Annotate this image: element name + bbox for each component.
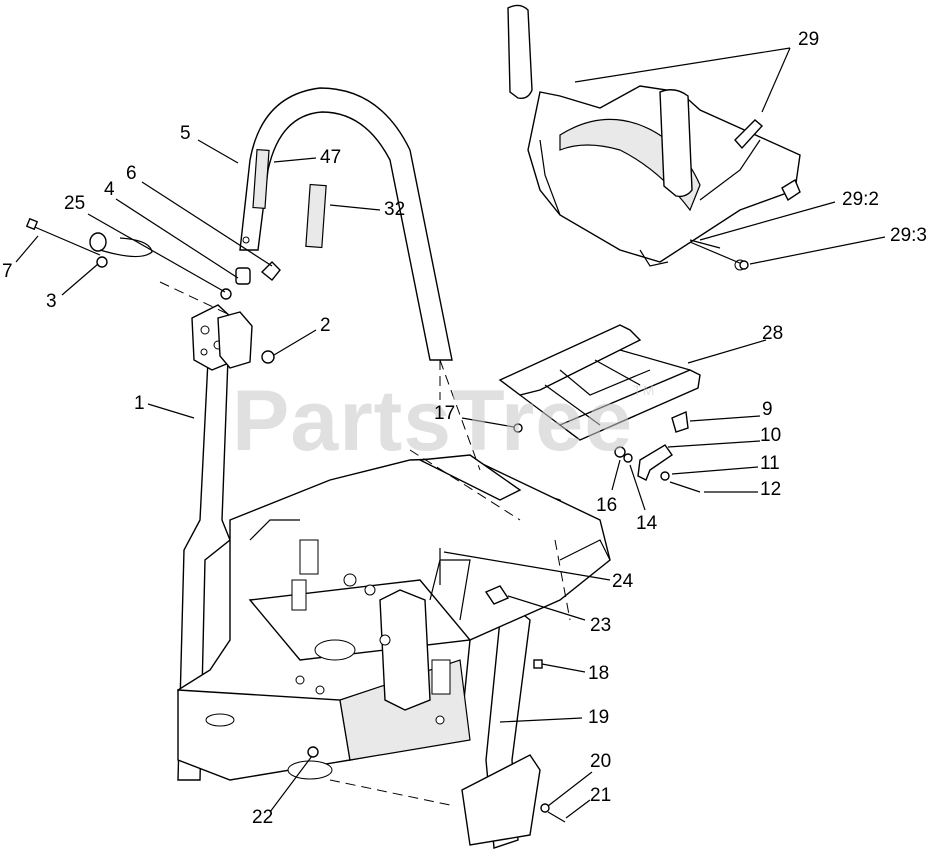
callout-32[interactable]: 32 [384, 199, 406, 220]
watermark: PartsTreeTM [232, 372, 655, 471]
callout-23[interactable]: 23 [590, 615, 612, 636]
callout-7[interactable]: 7 [2, 261, 13, 282]
seat-mount-plate [498, 324, 701, 441]
callout-4[interactable]: 4 [104, 179, 115, 200]
callout-19[interactable]: 19 [588, 707, 610, 728]
seat-assembly [507, 4, 801, 271]
callout-11[interactable]: 11 [760, 453, 780, 474]
callout-5[interactable]: 5 [180, 123, 191, 144]
roll-bar-lower [177, 304, 253, 781]
roll-bar-upper [239, 87, 453, 361]
callout-29-3[interactable]: 29:3 [890, 225, 927, 246]
callout-18[interactable]: 18 [588, 663, 610, 684]
callout-2[interactable]: 2 [320, 315, 331, 336]
callout-22[interactable]: 22 [252, 807, 274, 828]
main-frame [177, 454, 611, 781]
callout-29-2[interactable]: 29:2 [842, 189, 879, 210]
callout-9[interactable]: 9 [762, 399, 773, 420]
callout-29[interactable]: 29 [798, 29, 820, 50]
watermark-trademark: TM [633, 382, 656, 398]
leader-lines [15, 47, 886, 819]
callout-14[interactable]: 14 [636, 513, 658, 534]
callout-17[interactable]: 17 [434, 403, 456, 424]
callout-12[interactable]: 12 [760, 479, 782, 500]
callout-20[interactable]: 20 [590, 751, 612, 772]
callout-3[interactable]: 3 [46, 291, 57, 312]
watermark-text: PartsTree [232, 373, 634, 469]
callout-47[interactable]: 47 [320, 147, 342, 168]
callout-6[interactable]: 6 [126, 163, 137, 184]
alignment-lines [159, 281, 571, 806]
callout-16[interactable]: 16 [596, 495, 618, 516]
callout-25[interactable]: 25 [64, 193, 86, 214]
callout-1[interactable]: 1 [134, 393, 145, 414]
callout-10[interactable]: 10 [760, 425, 782, 446]
callout-21[interactable]: 21 [590, 785, 612, 806]
callout-28[interactable]: 28 [762, 323, 784, 344]
callout-24[interactable]: 24 [612, 571, 634, 592]
